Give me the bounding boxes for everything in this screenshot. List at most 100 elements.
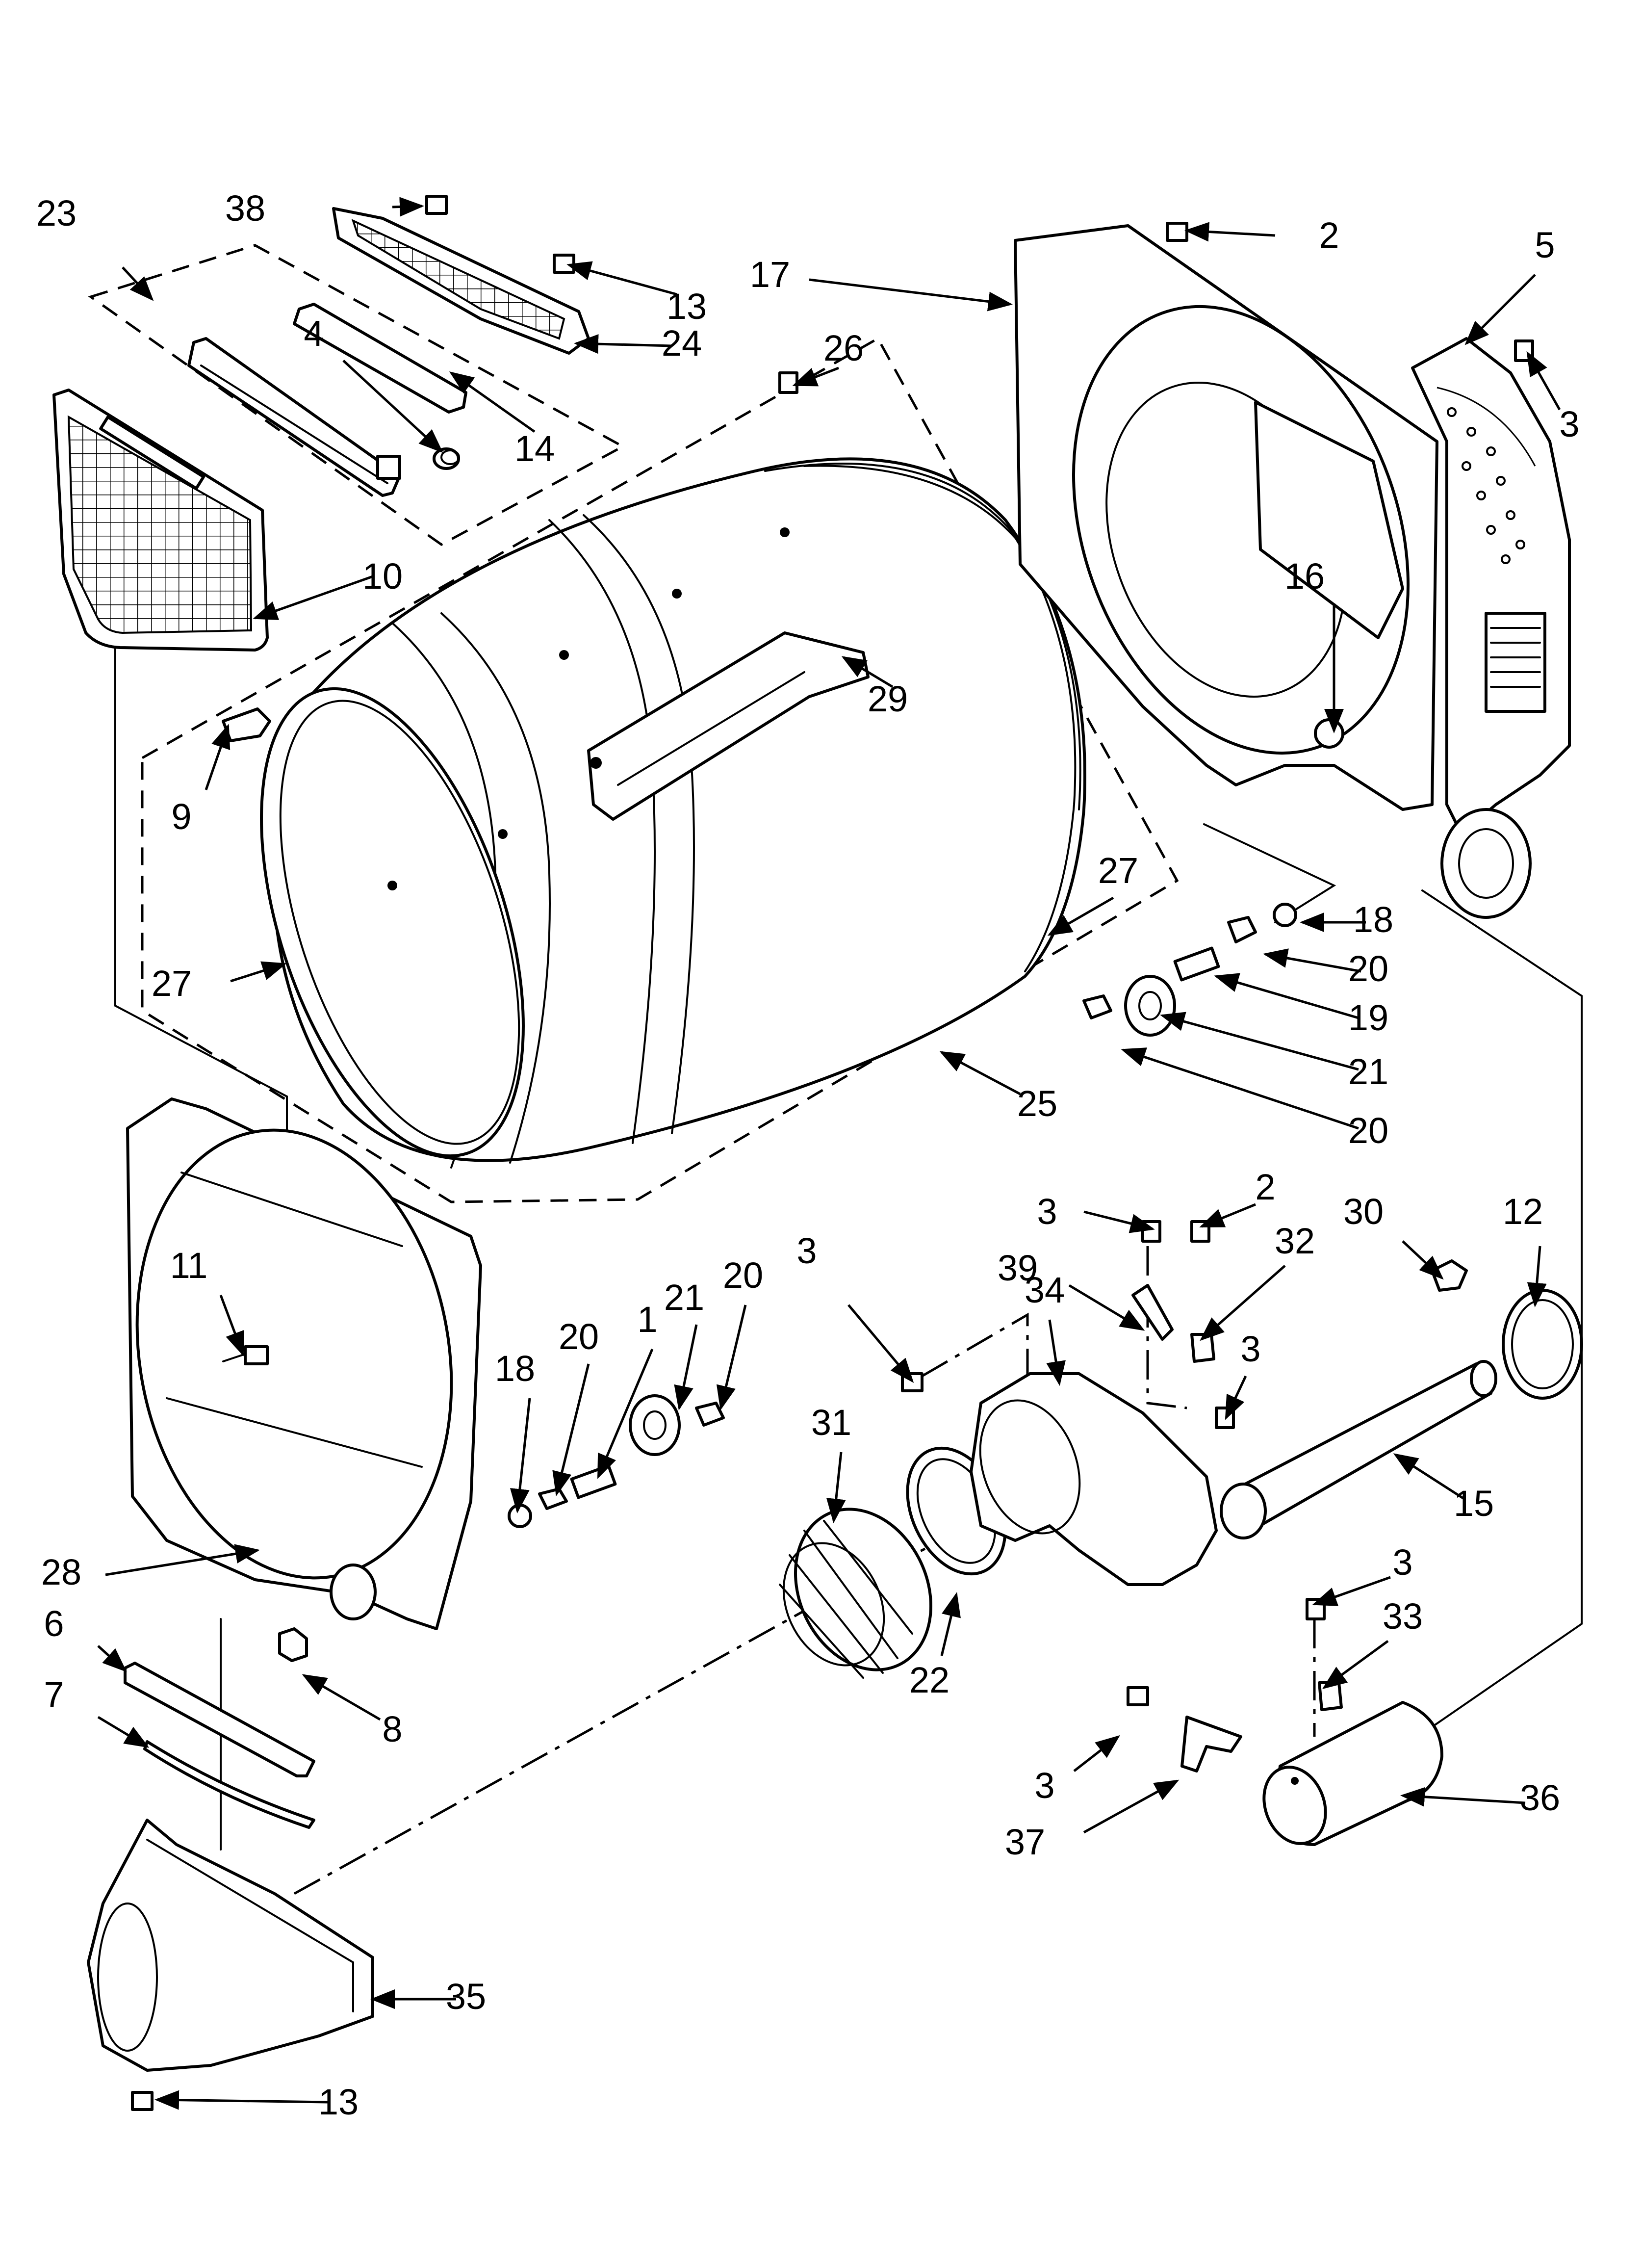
callout-label-c-20d: 20 [559, 1316, 599, 1357]
guide-line-bearing [1203, 823, 1336, 923]
callout-label-c-3e: 3 [1392, 1542, 1412, 1583]
callout-leader-c-13a [566, 261, 677, 296]
callout-leader-c-20a [1263, 948, 1361, 973]
callout-leader-c-20b [1121, 1047, 1359, 1130]
callout-label-c-1: 1 [637, 1299, 657, 1340]
callout-label-c-13a: 13 [667, 286, 707, 327]
drum-seal-front [260, 687, 525, 1158]
callout-leader-c-34 [1046, 1319, 1066, 1386]
callout-label-c-6: 6 [44, 1603, 64, 1644]
callout-label-c-29: 29 [868, 678, 908, 719]
callout-label-c-7: 7 [44, 1674, 64, 1715]
callout-leader-c-24 [574, 334, 672, 354]
callout-leader-c-29 [841, 656, 894, 688]
front-strip [124, 1662, 315, 1777]
drum-group-outline [141, 337, 1179, 1203]
callout-label-c-14: 14 [514, 428, 555, 469]
callout-label-c-24: 24 [662, 323, 702, 364]
callout-leader-c-7 [97, 1716, 150, 1748]
callout-label-c-22: 22 [909, 1660, 949, 1700]
nut-8 [278, 1627, 308, 1662]
callout-label-c-21a: 21 [1348, 1051, 1388, 1092]
callout-label-c-21b: 21 [664, 1277, 704, 1318]
callout-leader-c-36 [1400, 1787, 1526, 1807]
callout-leader-c-11 [219, 1295, 244, 1356]
callout-label-c-3f: 3 [1034, 1765, 1054, 1806]
callout-leader-c-3b [1083, 1210, 1155, 1233]
thermostat-33 [1318, 1681, 1343, 1711]
callout-label-c-25: 25 [1017, 1083, 1057, 1124]
screw-3-a [1141, 1220, 1161, 1243]
callout-label-c-18b: 18 [495, 1348, 535, 1389]
callout-leader-c-20d [552, 1363, 590, 1496]
callout-leader-c-31 [826, 1452, 846, 1523]
guide-line-right [1421, 889, 1583, 1728]
callout-label-c-4: 4 [304, 313, 324, 354]
callout-label-c-20a: 20 [1348, 948, 1388, 989]
callout-leader-c-19 [1214, 973, 1359, 1019]
callout-leader-c-25 [939, 1051, 1021, 1095]
screw-3-blower [901, 1372, 924, 1392]
screw-11 [222, 1345, 269, 1365]
clip [222, 707, 271, 742]
callout-label-c-33: 33 [1383, 1596, 1423, 1637]
rear-bulkhead [1014, 224, 1438, 811]
callout-leader-c-15 [1393, 1453, 1465, 1500]
callout-label-c-15: 15 [1454, 1483, 1494, 1524]
callout-label-c-2b: 2 [1255, 1167, 1275, 1207]
callout-leader-c-32 [1200, 1265, 1286, 1341]
screw-2-top [1166, 222, 1188, 242]
callout-label-c-11: 11 [170, 1245, 208, 1286]
callout-leader-c-10 [253, 575, 373, 620]
callout-leader-c-27a [1047, 896, 1114, 936]
callout-leader-c-23 [122, 266, 154, 301]
callout-leader-c-14 [449, 371, 536, 433]
callout-leader-c-27b [230, 961, 287, 983]
callout-leader-c-33 [1322, 1640, 1389, 1689]
screw-26 [778, 371, 798, 394]
callout-label-c-28: 28 [41, 1552, 81, 1592]
callout-label-c-26: 26 [823, 328, 864, 368]
callout-leader-c-13b [154, 2090, 329, 2110]
heater-shield-perforations [1447, 407, 1525, 564]
rear-bearing-parts [1082, 903, 1297, 1037]
callout-label-c-23: 23 [36, 193, 77, 234]
callout-label-c-16: 16 [1284, 556, 1325, 597]
assembly-line-screw [921, 1312, 1029, 1496]
callout-leader-c-8 [302, 1674, 381, 1721]
callout-label-c-37: 37 [1005, 1822, 1045, 1862]
callout-leader-c-3e [1312, 1576, 1391, 1606]
callout-label-c-36: 36 [1520, 1777, 1560, 1818]
lint-grille [332, 207, 590, 355]
callout-leader-c-12 [1527, 1246, 1547, 1307]
clip-30 [1431, 1259, 1468, 1292]
callout-label-c-3b: 3 [1037, 1191, 1057, 1232]
callout-label-c-17: 17 [750, 254, 790, 295]
lint-housing-group-outline [88, 244, 626, 546]
callout-leader-c-3d [1225, 1375, 1247, 1420]
screw-3-bracket [1127, 1686, 1149, 1706]
exhaust-gasket [1502, 1289, 1583, 1400]
front-bearing-parts [508, 1394, 725, 1528]
drive-motor [1262, 1701, 1443, 1846]
callout-leader-c-37 [1083, 1779, 1180, 1834]
blower-housing [970, 1372, 1218, 1586]
callout-leader-c-20c [716, 1304, 747, 1410]
callout-leader-c-9 [205, 724, 231, 790]
heater-shield [1411, 337, 1571, 919]
callout-leader-c-30 [1402, 1240, 1444, 1280]
callout-label-c-13b: 13 [318, 2082, 359, 2122]
callout-label-c-19: 19 [1348, 997, 1388, 1038]
callout-label-c-3a: 3 [1559, 404, 1579, 444]
screw-13-top [553, 254, 575, 274]
callout-leader-c-21a [1160, 1012, 1359, 1071]
air-duct [87, 1819, 374, 2072]
callout-label-c-34: 34 [1025, 1270, 1065, 1310]
exhaust-tube [1220, 1360, 1497, 1539]
callout-leader-c-2a [1184, 222, 1276, 242]
callout-label-c-10: 10 [362, 556, 403, 597]
callout-leader-c-18b [510, 1398, 531, 1513]
callout-label-c-3d: 3 [1240, 1329, 1260, 1369]
screw-38 [425, 195, 448, 215]
